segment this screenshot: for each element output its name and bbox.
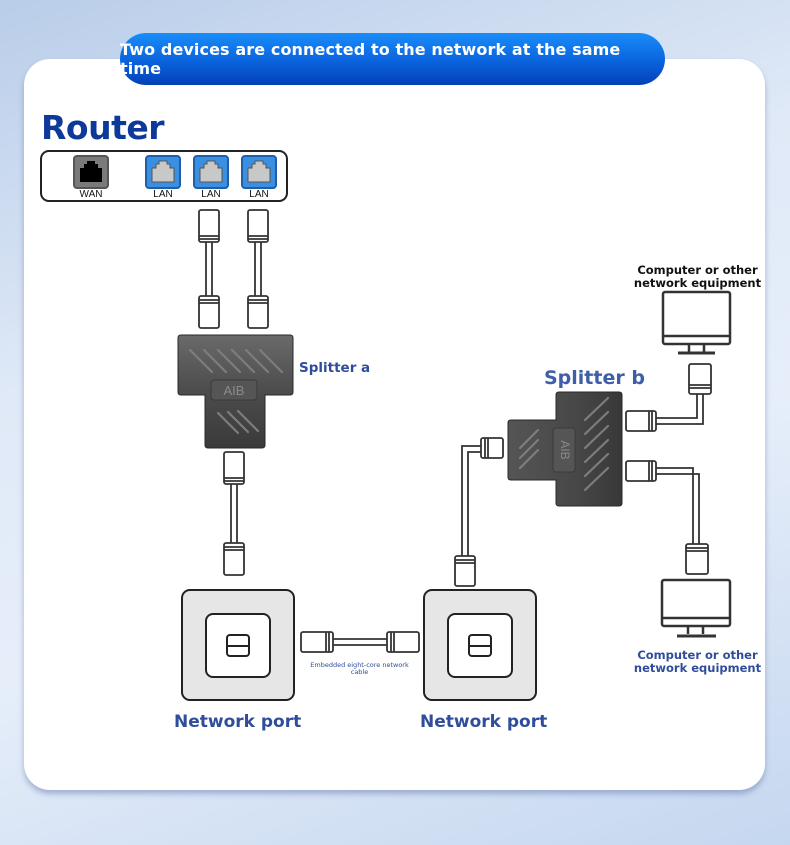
network-port-1-label: Network port	[174, 712, 302, 732]
cable-splitter-b-to-device-2	[625, 460, 709, 575]
device-1-label: Computer or other network equipment	[633, 263, 762, 290]
banner-text: Two devices are connected to the network…	[120, 40, 621, 78]
splitter-a-marking: AIB	[224, 383, 245, 398]
cable-splitter-b-to-device-1	[625, 363, 712, 432]
header-banner: Two devices are connected to the network…	[120, 33, 665, 85]
cable-caption: Embedded eight-core network cable	[310, 661, 409, 676]
lan-port-3-icon	[241, 155, 277, 189]
splitter-a-label: Splitter a	[299, 360, 371, 376]
device-2-label: Computer or other network equipment	[633, 648, 762, 675]
splitter-b-label: Splitter b	[544, 367, 645, 389]
router-title: Router	[41, 108, 165, 147]
cable-port-2-to-splitter-b	[454, 437, 504, 587]
lan-port-3-label: LAN	[249, 189, 269, 200]
network-port-2-label: Network port	[420, 712, 548, 732]
lan-port-2-icon	[193, 155, 229, 189]
computer-2-icon	[660, 578, 732, 638]
cable-lan1-to-splitter-a	[198, 209, 220, 329]
splitter-b-icon: AIB	[507, 391, 623, 507]
splitter-b-marking: AIB	[558, 440, 572, 459]
lan-port-1-icon	[145, 155, 181, 189]
cable-lan2-to-splitter-a	[247, 209, 269, 329]
wan-port-icon	[73, 155, 109, 189]
router-panel: WAN LAN LAN LAN	[40, 150, 288, 202]
embedded-cable-icon	[300, 631, 420, 653]
splitter-a-icon: AIB	[177, 334, 294, 449]
wan-port-label: WAN	[79, 189, 103, 200]
lan-port-1-label: LAN	[153, 189, 173, 200]
network-port-2-icon	[423, 589, 537, 701]
network-port-1-icon	[181, 589, 295, 701]
cable-splitter-a-to-port-1	[223, 451, 245, 576]
lan-port-2-label: LAN	[201, 189, 221, 200]
computer-1-icon	[661, 290, 732, 355]
